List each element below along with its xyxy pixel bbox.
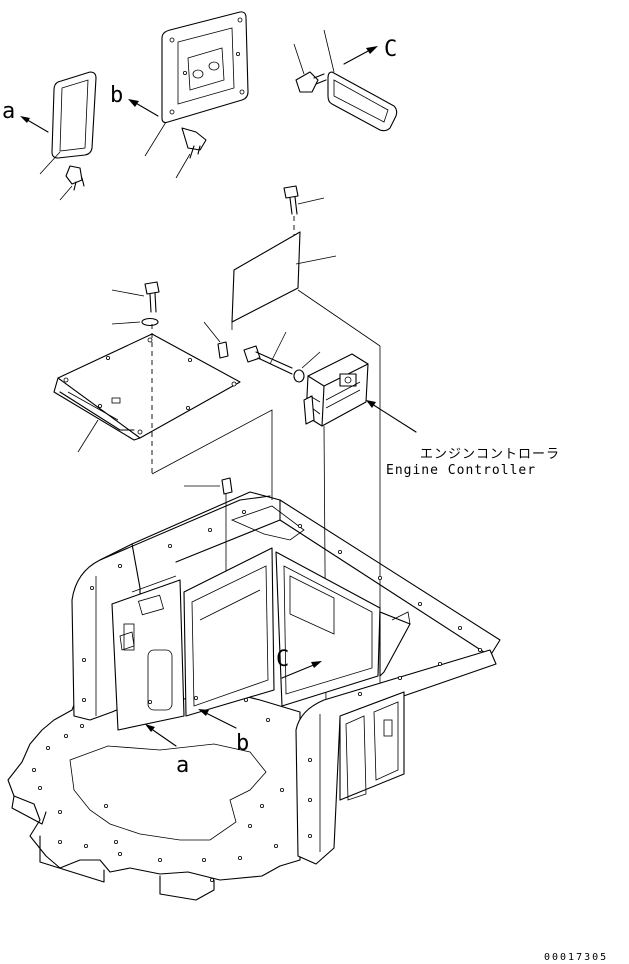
callout-a-top: a (2, 99, 15, 124)
leader-line (301, 351, 321, 369)
bolt-c (295, 71, 327, 93)
cover-plate-c (327, 71, 398, 132)
leader-line (144, 121, 167, 157)
cover-plate-a (51, 71, 97, 159)
leader-line (175, 153, 191, 179)
engine-controller (303, 353, 369, 427)
leader-line (323, 29, 335, 73)
leader-line (295, 255, 337, 265)
arrow-c-bottom (281, 661, 322, 679)
cover-bolt (144, 281, 160, 313)
mounting-holes (32, 509, 482, 883)
leader-line (203, 321, 221, 343)
callout-c-bottom: C (276, 647, 289, 672)
leader-line (269, 331, 287, 365)
drawing-number: 00017305 (544, 952, 608, 963)
guide-line (151, 409, 273, 500)
bracket-plate (231, 231, 301, 323)
callout-b-bottom: b (236, 731, 249, 756)
bolt-a (65, 165, 85, 191)
frame-nut (221, 477, 233, 495)
washer (141, 317, 159, 327)
engine-controller-label-jp: エンジンコントローラ (420, 447, 560, 462)
arrow-b-bottom (198, 709, 237, 729)
leader-line (77, 419, 99, 453)
arrow-c-top (343, 46, 378, 65)
callout-c-top: C (384, 37, 397, 62)
controller-washer (293, 369, 305, 383)
leader-line (39, 151, 61, 175)
cab-floor-frame (7, 491, 501, 901)
upper-bolt (283, 185, 299, 215)
callout-b-top: b (110, 83, 123, 108)
guide-line (297, 289, 381, 347)
controller-bolt (243, 345, 293, 375)
callout-a-bottom: a (176, 753, 189, 778)
controller-arrow (366, 400, 417, 433)
floor-cover-plate (53, 333, 241, 441)
arrow-a-bottom (145, 724, 177, 747)
leader-line (111, 289, 145, 297)
leader-line (293, 43, 305, 75)
bolt-b (181, 127, 207, 159)
engine-controller-label-en: Engine Controller (386, 463, 536, 478)
leader-line (297, 197, 325, 205)
leader-line (111, 321, 141, 325)
arrow-b-top (128, 99, 159, 117)
leader-line (59, 185, 73, 201)
access-panel-b (161, 11, 249, 124)
nut-clip (217, 341, 229, 359)
arrow-a-top (20, 116, 49, 133)
